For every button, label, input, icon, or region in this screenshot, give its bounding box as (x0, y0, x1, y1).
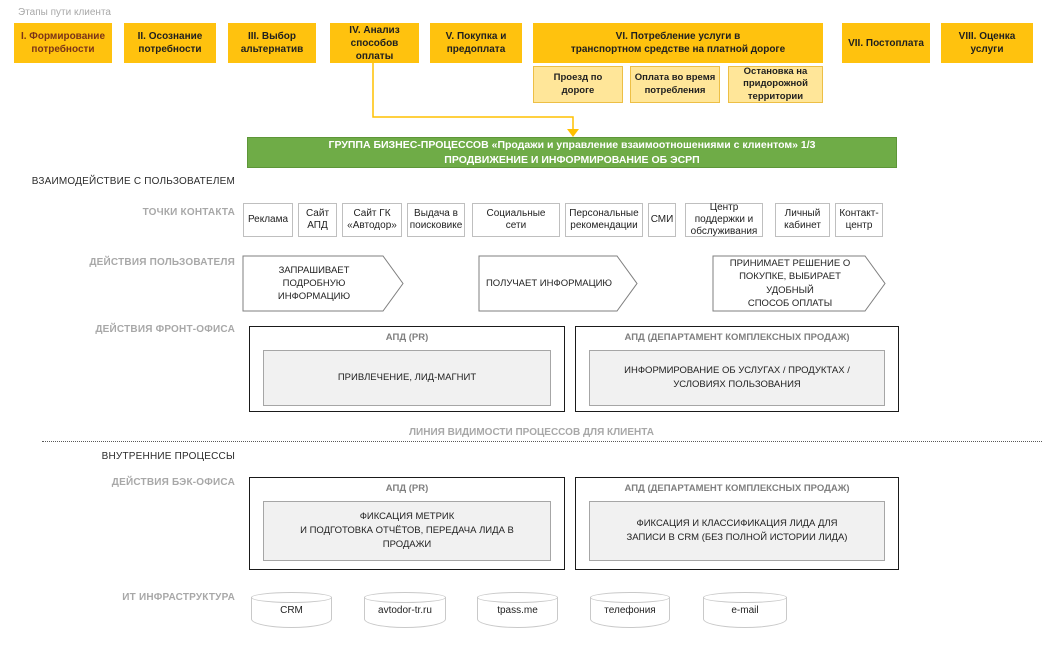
touchpoint-contact-center: Контакт-центр (835, 203, 883, 237)
substage-roadside-stop: Остановка на придорожной территории (728, 66, 823, 103)
user-action-request-info: ЗАПРАШИВАЕТ ПОДРОБНУЮ ИНФОРМАЦИЮ (242, 255, 404, 312)
dept-action: ПРИВЛЕЧЕНИЕ, ЛИД-МАГНИТ (263, 350, 551, 406)
cylinder-top-icon (364, 592, 446, 603)
it-system-label: tpass.me (497, 605, 538, 616)
stage-4-payment-analysis: IV. Анализ способов оплаты (330, 23, 419, 63)
touchpoint-support-center: Центр поддержки и обслуживания (685, 202, 763, 237)
visibility-line (42, 441, 1042, 442)
it-system-email: e-mail (703, 592, 787, 628)
user-action-gets-info: ПОЛУЧАЕТ ИНФОРМАЦИЮ (478, 255, 638, 312)
back-office-dept-pr: АПД (PR) ФИКСАЦИЯ МЕТРИК И ПОДГОТОВКА ОТ… (249, 477, 565, 570)
touchpoint-personal-account: Личный кабинет (775, 203, 830, 237)
section-user-actions: ДЕЙСТВИЯ ПОЛЬЗОВАТЕЛЯ (89, 257, 235, 268)
journey-stages-caption: Этапы пути клиента (18, 7, 111, 18)
dept-owner: АПД (PR) (385, 332, 429, 343)
touchpoint-apd-site: Сайт АПД (298, 203, 337, 237)
dept-owner: АПД (ДЕПАРТАМЕНТ КОМПЛЕКСНЫХ ПРОДАЖ) (624, 332, 850, 343)
user-action-text: ПОЛУЧАЕТ ИНФОРМАЦИЮ (485, 277, 613, 289)
back-office-dept-sales: АПД (ДЕПАРТАМЕНТ КОМПЛЕКСНЫХ ПРОДАЖ) ФИК… (575, 477, 899, 570)
dept-action: ФИКСАЦИЯ И КЛАССИФИКАЦИЯ ЛИДА ДЛЯ ЗАПИСИ… (589, 501, 885, 561)
touchpoint-advertising: Реклама (243, 203, 293, 237)
front-office-dept-pr: АПД (PR) ПРИВЛЕЧЕНИЕ, ЛИД-МАГНИТ (249, 326, 565, 412)
it-system-tpass: tpass.me (477, 592, 558, 628)
stage-3-alternatives: III. Выбор альтернатив (228, 23, 316, 63)
chevron-shape (242, 255, 404, 312)
stage-5-purchase: V. Покупка и предоплата (430, 23, 522, 63)
dept-owner: АПД (ДЕПАРТАМЕНТ КОМПЛЕКСНЫХ ПРОДАЖ) (624, 483, 850, 494)
stage-6-consumption: VI. Потребление услуги в транспортном ср… (533, 23, 823, 63)
substage-pay-while-using: Оплата во время потребления (630, 66, 720, 103)
user-action-text: ПРИНИМАЕТ РЕШЕНИЕ О ПОКУПКЕ, ВЫБИРАЕТ УД… (729, 257, 851, 309)
stage-8-evaluation: VIII. Оценка услуги (941, 23, 1033, 63)
dept-action: ФИКСАЦИЯ МЕТРИК И ПОДГОТОВКА ОТЧЁТОВ, ПЕ… (263, 501, 551, 561)
it-system-label: e-mail (731, 605, 759, 616)
cylinder-top-icon (703, 592, 787, 603)
chevron-shape (712, 255, 886, 312)
it-system-avtodor-tr: avtodor-tr.ru (364, 592, 446, 628)
visibility-line-label: ЛИНИЯ ВИДИМОСТИ ПРОЦЕССОВ ДЛЯ КЛИЕНТА (409, 427, 654, 438)
touchpoint-mass-media: СМИ (648, 203, 676, 237)
stage-2-need-awareness: II. Осознание потребности (124, 23, 216, 63)
dept-owner: АПД (PR) (385, 483, 429, 494)
stage-1-need-forming: I. Формирование потребности (14, 23, 112, 63)
it-system-label: avtodor-tr.ru (378, 605, 432, 616)
process-group-title-line2: ПРОДВИЖЕНИЕ И ИНФОРМИРОВАНИЕ ОБ ЭСРП (444, 153, 700, 166)
cylinder-top-icon (251, 592, 332, 603)
process-group-banner: ГРУППА БИЗНЕС-ПРОЦЕССОВ «Продажи и управ… (247, 137, 897, 168)
touchpoint-search-results: Выдача в поисковике (407, 203, 465, 237)
user-action-text: ЗАПРАШИВАЕТ ПОДРОБНУЮ ИНФОРМАЦИЮ (277, 264, 351, 303)
substage-road-transit: Проезд по дороге (533, 66, 623, 103)
section-back-office: ДЕЙСТВИЯ БЭК-ОФИСА (111, 477, 235, 488)
it-system-telephony: телефония (590, 592, 670, 628)
touchpoint-avtodor-site: Сайт ГК «Автодор» (342, 203, 402, 237)
section-user-interaction: ВЗАИМОДЕЙСТВИЕ С ПОЛЬЗОВАТЕЛЕМ (31, 176, 235, 187)
dept-action: ИНФОРМИРОВАНИЕ ОБ УСЛУГАХ / ПРОДУКТАХ / … (589, 350, 885, 406)
front-office-dept-sales: АПД (ДЕПАРТАМЕНТ КОМПЛЕКСНЫХ ПРОДАЖ) ИНФ… (575, 326, 899, 412)
section-it-infrastructure: ИТ ИНФРАСТРУКТУРА (122, 592, 235, 603)
stage-7-postpayment: VII. Постоплата (842, 23, 930, 63)
touchpoint-recommendations: Персональные рекомендации (565, 203, 643, 237)
cylinder-body (477, 597, 558, 628)
section-front-office: ДЕЙСТВИЯ ФРОНТ-ОФИСА (95, 324, 235, 335)
process-group-title-line1: ГРУППА БИЗНЕС-ПРОЦЕССОВ «Продажи и управ… (328, 138, 816, 151)
it-system-crm: CRM (251, 592, 332, 628)
cylinder-top-icon (590, 592, 670, 603)
section-internal-processes: ВНУТРЕННИЕ ПРОЦЕССЫ (101, 451, 235, 462)
it-system-label: CRM (280, 605, 303, 616)
chevron-shape (478, 255, 638, 312)
cylinder-top-icon (477, 592, 558, 603)
it-system-label: телефония (604, 605, 656, 616)
user-action-decides-purchase: ПРИНИМАЕТ РЕШЕНИЕ О ПОКУПКЕ, ВЫБИРАЕТ УД… (712, 255, 886, 312)
section-touchpoints: ТОЧКИ КОНТАКТА (142, 207, 235, 218)
touchpoint-social-media: Социальные сети (472, 203, 560, 237)
